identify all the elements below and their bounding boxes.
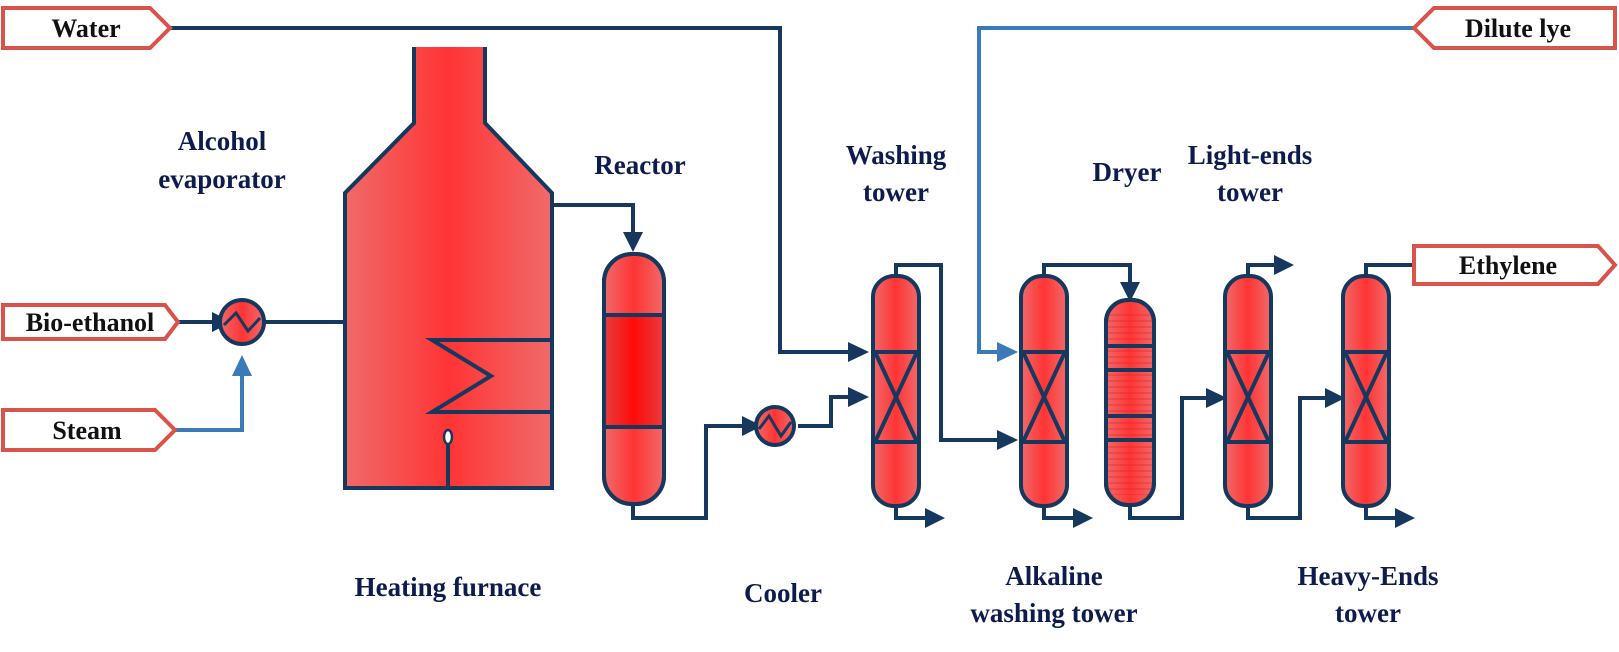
cooler-label: Cooler bbox=[744, 578, 822, 608]
heavy-ends-tower bbox=[1341, 274, 1391, 508]
washing-tower-label-2: tower bbox=[863, 177, 929, 207]
arrow-icon bbox=[925, 508, 945, 528]
arrow-icon bbox=[623, 232, 643, 252]
alcohol-evaporator-label-2: evaporator bbox=[158, 164, 285, 194]
alkaline-bottom-pipe bbox=[1042, 505, 1084, 520]
stream-bio-ethanol-label: Bio-ethanol bbox=[26, 308, 155, 337]
arrow-icon bbox=[1325, 388, 1345, 408]
stream-water: Water bbox=[1, 6, 173, 50]
packing-line bbox=[873, 351, 919, 443]
heavy-ends-bottom-pipe bbox=[1364, 505, 1406, 520]
arrow-icon bbox=[1120, 282, 1140, 302]
arrow-icon bbox=[1395, 508, 1415, 528]
light-arrow-heads bbox=[232, 342, 1018, 376]
arrow-icon bbox=[1274, 255, 1294, 275]
light-ends-tower-label-1: Light-ends bbox=[1188, 140, 1313, 170]
arrow-heads bbox=[212, 232, 1415, 528]
furnace-to-reactor-pipe bbox=[552, 203, 635, 236]
alkaline-washing-tower-label-2: washing tower bbox=[970, 598, 1137, 628]
reactor-label: Reactor bbox=[594, 150, 685, 180]
washing-tower bbox=[871, 274, 921, 508]
stream-bio-ethanol: Bio-ethanol bbox=[1, 303, 181, 341]
arrow-icon bbox=[1206, 388, 1227, 408]
heating-furnace bbox=[343, 47, 554, 490]
steam-pipe bbox=[172, 365, 244, 432]
alcohol-evaporator bbox=[218, 298, 266, 346]
arrow-icon bbox=[997, 430, 1018, 450]
washing-to-alkaline-pipe bbox=[894, 263, 1008, 442]
cooler bbox=[754, 405, 796, 447]
arrow-icon bbox=[742, 416, 762, 436]
alcohol-evaporator-label-1: Alcohol bbox=[178, 126, 267, 156]
stream-steam-label: Steam bbox=[52, 416, 122, 445]
dryer-to-light-ends-pipe bbox=[1128, 396, 1218, 520]
heavy-ends-tower-label-1: Heavy-Ends bbox=[1297, 561, 1438, 591]
light-ends-tower-label-2: tower bbox=[1217, 177, 1283, 207]
dryer-label: Dryer bbox=[1093, 157, 1162, 187]
light-ends-tower bbox=[1223, 274, 1273, 508]
stream-ethylene-label: Ethylene bbox=[1459, 251, 1557, 280]
stream-water-label: Water bbox=[51, 14, 120, 43]
alkaline-to-dryer-pipe bbox=[1042, 263, 1132, 296]
arrow-icon bbox=[848, 387, 869, 407]
alkaline-washing-tower bbox=[1019, 274, 1069, 508]
water-pipe bbox=[170, 26, 859, 357]
light-ends-top-pipe bbox=[1246, 263, 1285, 275]
dryer bbox=[1104, 298, 1156, 507]
arrow-icon bbox=[232, 355, 252, 376]
dilute-lye-pipe bbox=[977, 26, 1414, 354]
stream-dilute-lye-label: Dilute lye bbox=[1465, 14, 1571, 43]
heating-furnace-label: Heating furnace bbox=[355, 572, 542, 602]
arrow-icon bbox=[997, 342, 1018, 362]
packing-line bbox=[1021, 351, 1067, 443]
stream-dilute-lye: Dilute lye bbox=[1411, 6, 1617, 50]
burner-icon bbox=[442, 428, 454, 446]
washing-tower-label-1: Washing bbox=[846, 140, 947, 170]
reactor bbox=[602, 252, 666, 506]
heavy-ends-tower-label-2: tower bbox=[1335, 598, 1401, 628]
heavy-ends-to-ethylene-pipe bbox=[1364, 263, 1414, 275]
stream-steam: Steam bbox=[1, 408, 178, 452]
arrow-icon bbox=[848, 342, 869, 362]
stream-ethylene: Ethylene bbox=[1412, 244, 1618, 286]
packing-line bbox=[1225, 351, 1271, 443]
washing-bottom-pipe bbox=[894, 505, 937, 520]
light-ends-to-heavy-ends-pipe bbox=[1246, 396, 1338, 520]
alkaline-washing-tower-label-1: Alkaline bbox=[1005, 561, 1103, 591]
arrow-icon bbox=[1073, 508, 1093, 528]
packing-line bbox=[1343, 351, 1389, 443]
cooler-to-washing-pipe bbox=[798, 395, 858, 428]
reactor-to-cooler-pipe bbox=[631, 424, 752, 520]
